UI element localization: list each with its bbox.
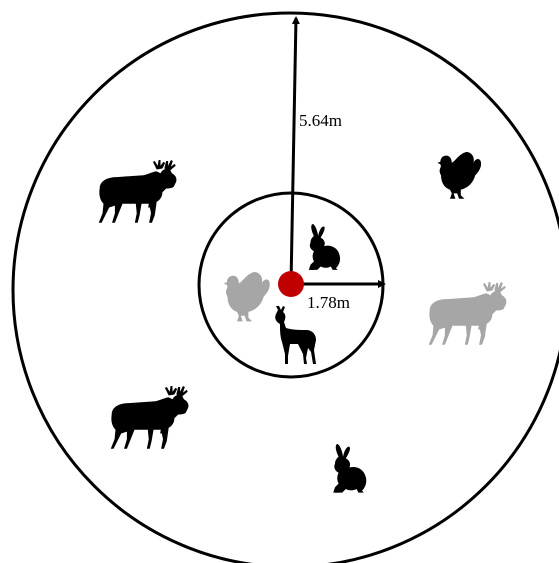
outer-radius-arrow	[291, 18, 296, 284]
inner-radius-label: 1.78m	[307, 293, 350, 312]
hare-icon	[309, 224, 340, 270]
moose-icon	[111, 386, 189, 449]
capercaillie-icon	[437, 152, 481, 199]
roe-deer-icon	[275, 306, 316, 364]
moose-icon	[99, 160, 177, 223]
plot-center-point	[278, 271, 304, 297]
outer-radius-label: 5.64m	[299, 111, 342, 130]
hare-icon	[333, 444, 366, 493]
moose-icon	[429, 282, 507, 345]
capercaillie-icon	[224, 272, 270, 321]
